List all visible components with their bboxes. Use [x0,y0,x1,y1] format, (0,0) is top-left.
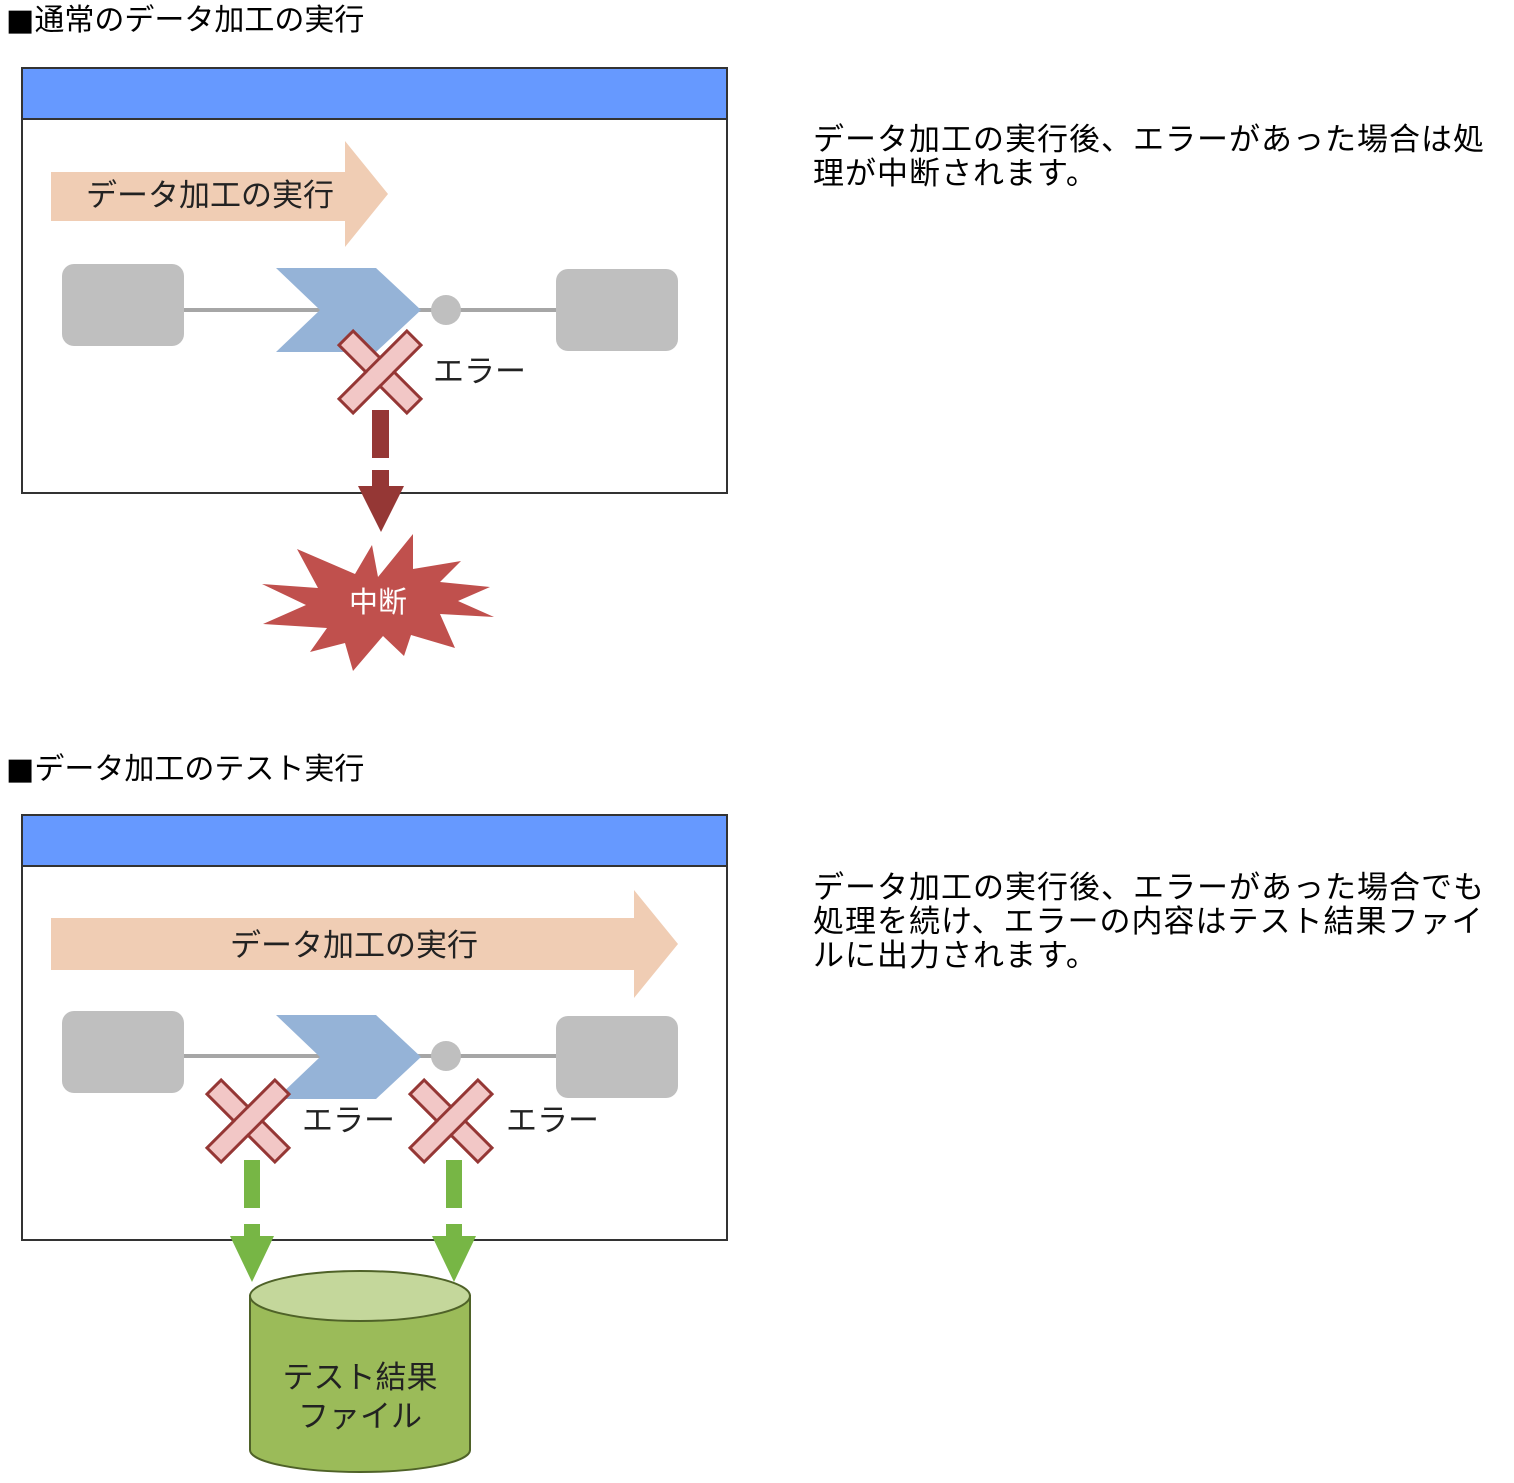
target-node [556,1016,678,1098]
window-header-bar [21,814,728,867]
flow-line-test-run [62,1011,678,1099]
x-mark-icon [336,328,424,416]
window-header-bar [21,67,728,120]
test-result-file-label: テスト結果 [283,1360,438,1396]
test-result-file-label: ファイル [298,1399,422,1435]
process-arrow-test-run: データ加工の実行 [51,890,678,998]
process-arrow-normal-run: データ加工の実行 [51,141,388,247]
x-mark-icon [407,1077,495,1165]
description-test-run: データ加工の実行後、エラーがあった場合でも処理を続け、エラーの内容はテスト結果フ… [813,870,1485,974]
target-node [556,269,678,351]
error-stop-arrow [358,410,404,532]
section-title-normal-run: ■通常のデータ加工の実行 [6,3,365,38]
error-label: エラー [302,1103,395,1139]
flow-line-normal-run [62,264,678,352]
burst-icon: 中断 [262,534,494,671]
description-normal-run: データ加工の実行後、エラーがあった場合は処理が中断されます。 [813,122,1485,192]
section-title-test-run: ■データ加工のテスト実行 [6,752,365,787]
output-arrow-left [230,1160,274,1282]
connector-dot [431,295,461,325]
process-arrow-label: データ加工の実行 [230,928,478,964]
process-chevron [276,268,421,352]
process-arrow-label: データ加工の実行 [86,178,334,214]
x-mark-icon [204,1077,292,1165]
process-chevron [276,1015,421,1099]
output-arrow-right [432,1160,476,1282]
source-node [62,264,184,346]
error-label: エラー [433,354,526,390]
database-cylinder-icon: テスト結果 ファイル [249,1270,471,1473]
error-label: エラー [506,1103,599,1139]
stop-label: 中断 [349,585,407,619]
connector-dot [431,1041,461,1071]
source-node [62,1011,184,1093]
